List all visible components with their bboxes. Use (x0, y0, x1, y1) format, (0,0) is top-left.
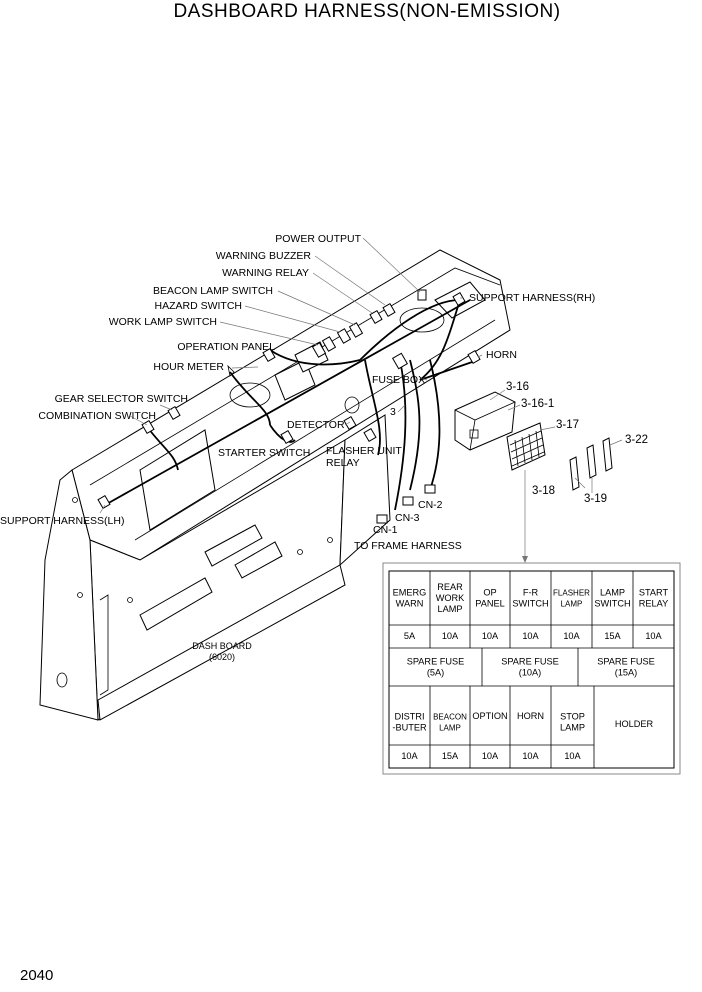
fuse-label: LAMP (437, 604, 462, 614)
label-work-lamp-switch: WORK LAMP SWITCH (109, 316, 217, 328)
label-fuse-box: FUSE BOX (372, 374, 425, 386)
fuse-rating: 10A (645, 631, 662, 641)
label-dash-board: DASH BOARD (192, 641, 252, 651)
fuse-label: HORN (517, 711, 544, 721)
spare-fuse-label: (5A) (427, 668, 444, 678)
label-gear-selector-switch: GEAR SELECTOR SWITCH (55, 393, 188, 405)
spare-fuse-label: SPARE FUSE (597, 657, 655, 667)
label-cn-3: CN-3 (395, 512, 420, 524)
fuse-label: WARN (396, 599, 424, 609)
fuse-rating: 10A (564, 751, 581, 761)
fuse-label: WORK (436, 593, 465, 603)
fuse-label: SWITCH (594, 599, 630, 609)
fuse-label: LAMP (600, 588, 625, 598)
fuse-label: RELAY (639, 599, 668, 609)
label-ref-3-16-1: 3-16-1 (521, 398, 554, 410)
fuse-label: LAMP (439, 724, 461, 733)
fuse-label: PANEL (475, 599, 504, 609)
label-warning-buzzer: WARNING BUZZER (216, 250, 312, 262)
fuse-label: OPTION (472, 711, 507, 721)
label-detector: DETECTOR (287, 419, 345, 431)
fuse-table: EMERGWARNREARWORKLAMPOPPANELF-RSWITCHFLA… (382, 562, 681, 775)
label-ref-3: 3 (390, 406, 396, 418)
fuse-label: LAMP (561, 600, 583, 609)
label-starter-switch: STARTER SWITCH (218, 447, 310, 459)
label-cn-2: CN-2 (418, 499, 443, 511)
fuse-box-parts (454, 389, 623, 563)
fuse-rating: 5A (404, 631, 416, 641)
page-number: 2040 (20, 967, 53, 984)
label-support-harness-lh: SUPPORT HARNESS(LH) (0, 515, 124, 527)
label-beacon-lamp-switch: BEACON LAMP SWITCH (153, 285, 273, 297)
label-ref-3-16: 3-16 (506, 381, 529, 393)
fuse-label: EMERG (393, 588, 427, 598)
fuse-rating: 10A (482, 751, 499, 761)
label-ref-3-17: 3-17 (556, 419, 579, 431)
label-ref-3-19: 3-19 (584, 493, 607, 505)
label-power-output: POWER OUTPUT (275, 233, 361, 245)
spare-fuse-label: (10A) (519, 668, 541, 678)
fuse-label: STOP (560, 712, 585, 722)
connectors (97, 289, 481, 524)
label-combination-switch: COMBINATION SWITCH (38, 410, 156, 422)
label-warning-relay: WARNING RELAY (222, 267, 309, 279)
fuse-label: BEACON (433, 713, 467, 722)
label-ref-3-18: 3-18 (532, 485, 555, 497)
label-hazard-switch: HAZARD SWITCH (155, 300, 243, 312)
label-support-harness-rh: SUPPORT HARNESS(RH) (469, 292, 595, 304)
label-flasher-unit: FLASHER UNIT (326, 445, 402, 457)
fuse-label: START (639, 588, 669, 598)
fuse-label: -BUTER (392, 723, 427, 733)
label-ref-3-22: 3-22 (625, 434, 648, 446)
spare-fuse-label: SPARE FUSE (501, 657, 559, 667)
fuse-label: F-R (523, 588, 539, 598)
fuse-rating: 10A (522, 751, 539, 761)
spare-fuse-label: (15A) (615, 668, 637, 678)
fuse-rating: 15A (604, 631, 621, 641)
fuse-label: OP (483, 588, 496, 598)
fuse-rating: 15A (442, 751, 459, 761)
fuse-rating: 10A (401, 751, 418, 761)
fuse-label: SWITCH (512, 599, 548, 609)
holder-label: HOLDER (615, 719, 654, 729)
fuse-rating: 10A (442, 631, 459, 641)
fuse-rating: 10A (563, 631, 580, 641)
label-operation-panel: OPERATION PANEL (177, 341, 275, 353)
spare-fuse-label: SPARE FUSE (407, 657, 465, 667)
fuse-label: DISTRI (394, 712, 424, 722)
label-cn-1: CN-1 (373, 524, 398, 536)
fuse-rating: 10A (522, 631, 539, 641)
fuse-label: FLASHER (553, 589, 590, 598)
fuse-label: REAR (437, 582, 463, 592)
label-relay: RELAY (326, 457, 360, 469)
label-horn: HORN (486, 349, 517, 361)
label-dash-board-no: (6020) (209, 652, 235, 662)
page-title: DASHBOARD HARNESS(NON-EMISSION) (173, 1, 560, 22)
label-hour-meter: HOUR METER (153, 361, 224, 373)
label-to-frame-harness: TO FRAME HARNESS (354, 540, 462, 552)
fuse-label: LAMP (560, 723, 585, 733)
dash-board (39, 249, 511, 721)
fuse-rating: 10A (482, 631, 499, 641)
leader-lines (99, 237, 483, 514)
